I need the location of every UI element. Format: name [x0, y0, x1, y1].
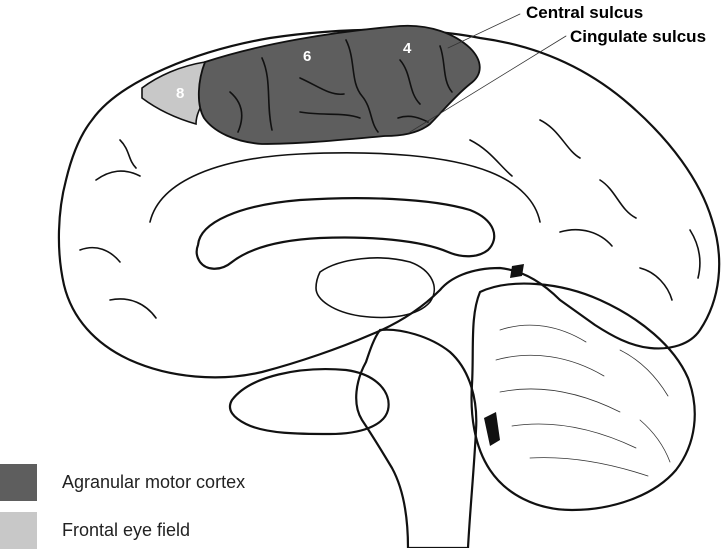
cerebellum-folia-2	[495, 354, 605, 377]
central-sulcus-line	[447, 13, 521, 49]
central-sulcus-label: Central sulcus	[526, 3, 643, 22]
legend-item-frontal-eye-field: Frontal eye field	[0, 510, 400, 550]
cuneus-fold	[469, 139, 513, 177]
parietal-fold-3	[559, 228, 613, 247]
frontal-fold-2	[79, 246, 121, 263]
cerebellum-folia-7	[639, 419, 671, 463]
cerebellum-folia-3	[499, 388, 621, 413]
brainstem	[355, 328, 478, 548]
parieto-occipital-notch	[510, 264, 524, 278]
cerebellum	[470, 282, 696, 512]
cingulate-sulcus-line	[409, 35, 567, 133]
cerebellum-folia-6	[619, 349, 669, 397]
legend-swatch-dark	[0, 463, 37, 501]
temporal-lobe	[228, 368, 390, 436]
legend-item-agranular-motor-cortex: Agranular motor cortex	[0, 462, 400, 502]
cerebellum-folia-1	[499, 324, 587, 343]
parietal-fold-1	[539, 119, 581, 159]
motor-fold-6	[439, 45, 453, 93]
cerebrum-outline	[57, 28, 721, 379]
occipital-fold-2	[689, 229, 701, 279]
legend-swatch-light	[0, 511, 37, 549]
fourth-ventricle	[484, 412, 500, 446]
area-6-label: 6	[303, 48, 311, 65]
occipital-fold-1	[639, 267, 673, 301]
cingulate-sulcus-label: Cingulate sulcus	[570, 27, 706, 46]
thalamus	[315, 257, 435, 319]
frontal-fold-4	[119, 139, 137, 169]
area-8-label: 8	[176, 85, 184, 102]
parietal-fold-2	[599, 179, 637, 219]
motor-fold-3	[345, 39, 379, 133]
cingulate-gyrus	[149, 152, 541, 223]
motor-fold-4	[299, 111, 361, 119]
motor-fold-1	[261, 57, 273, 131]
motor-fold-8	[397, 115, 429, 123]
motor-fold-5	[399, 59, 421, 105]
frontal-fold-1	[95, 170, 141, 181]
legend-label: Frontal eye field	[62, 519, 191, 540]
legend-label: Agranular motor cortex	[62, 471, 246, 492]
cerebellum-folia-4	[511, 423, 637, 449]
cerebellum-folia-5	[529, 457, 649, 477]
area-4-label: 4	[403, 40, 412, 57]
motor-fold-2	[299, 77, 345, 96]
frontal-fold-3	[109, 298, 157, 319]
corpus-callosum	[195, 197, 496, 270]
legend: Agranular motor cortex Frontal eye field	[0, 462, 400, 558]
motor-fold-7	[229, 91, 243, 133]
